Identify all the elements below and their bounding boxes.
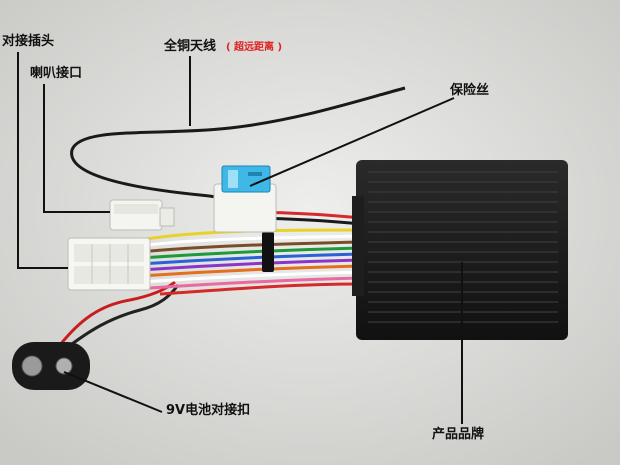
label-speaker-port: 喇叭接口 (30, 66, 83, 81)
label-connector-plug: 对接插头 (2, 34, 55, 49)
zip-tie (262, 232, 274, 272)
label-fuse: 保险丝 (450, 83, 490, 98)
callout-lines (17, 52, 463, 424)
label-battery-clip: 9V电池对接扣 (166, 403, 251, 418)
battery-wire-black (63, 284, 180, 352)
label-antenna: 全铜天线 (164, 39, 217, 54)
label-antenna-note: ( 超远距离 ) (226, 42, 283, 53)
label-product-brand: 产品品牌 (432, 427, 485, 442)
antenna-wire (70, 86, 406, 212)
fuse-holder (213, 165, 277, 233)
callout-battery-clip (63, 371, 163, 413)
callout-speaker-port (43, 84, 110, 213)
battery-clip (12, 342, 90, 390)
callout-connector-plug (17, 52, 68, 269)
connector-plug (67, 237, 151, 291)
receiver-box (352, 160, 568, 340)
wire-harness (139, 210, 361, 296)
speaker-connector (109, 199, 175, 231)
battery-wire-red (58, 280, 176, 346)
callout-fuse (249, 97, 455, 187)
